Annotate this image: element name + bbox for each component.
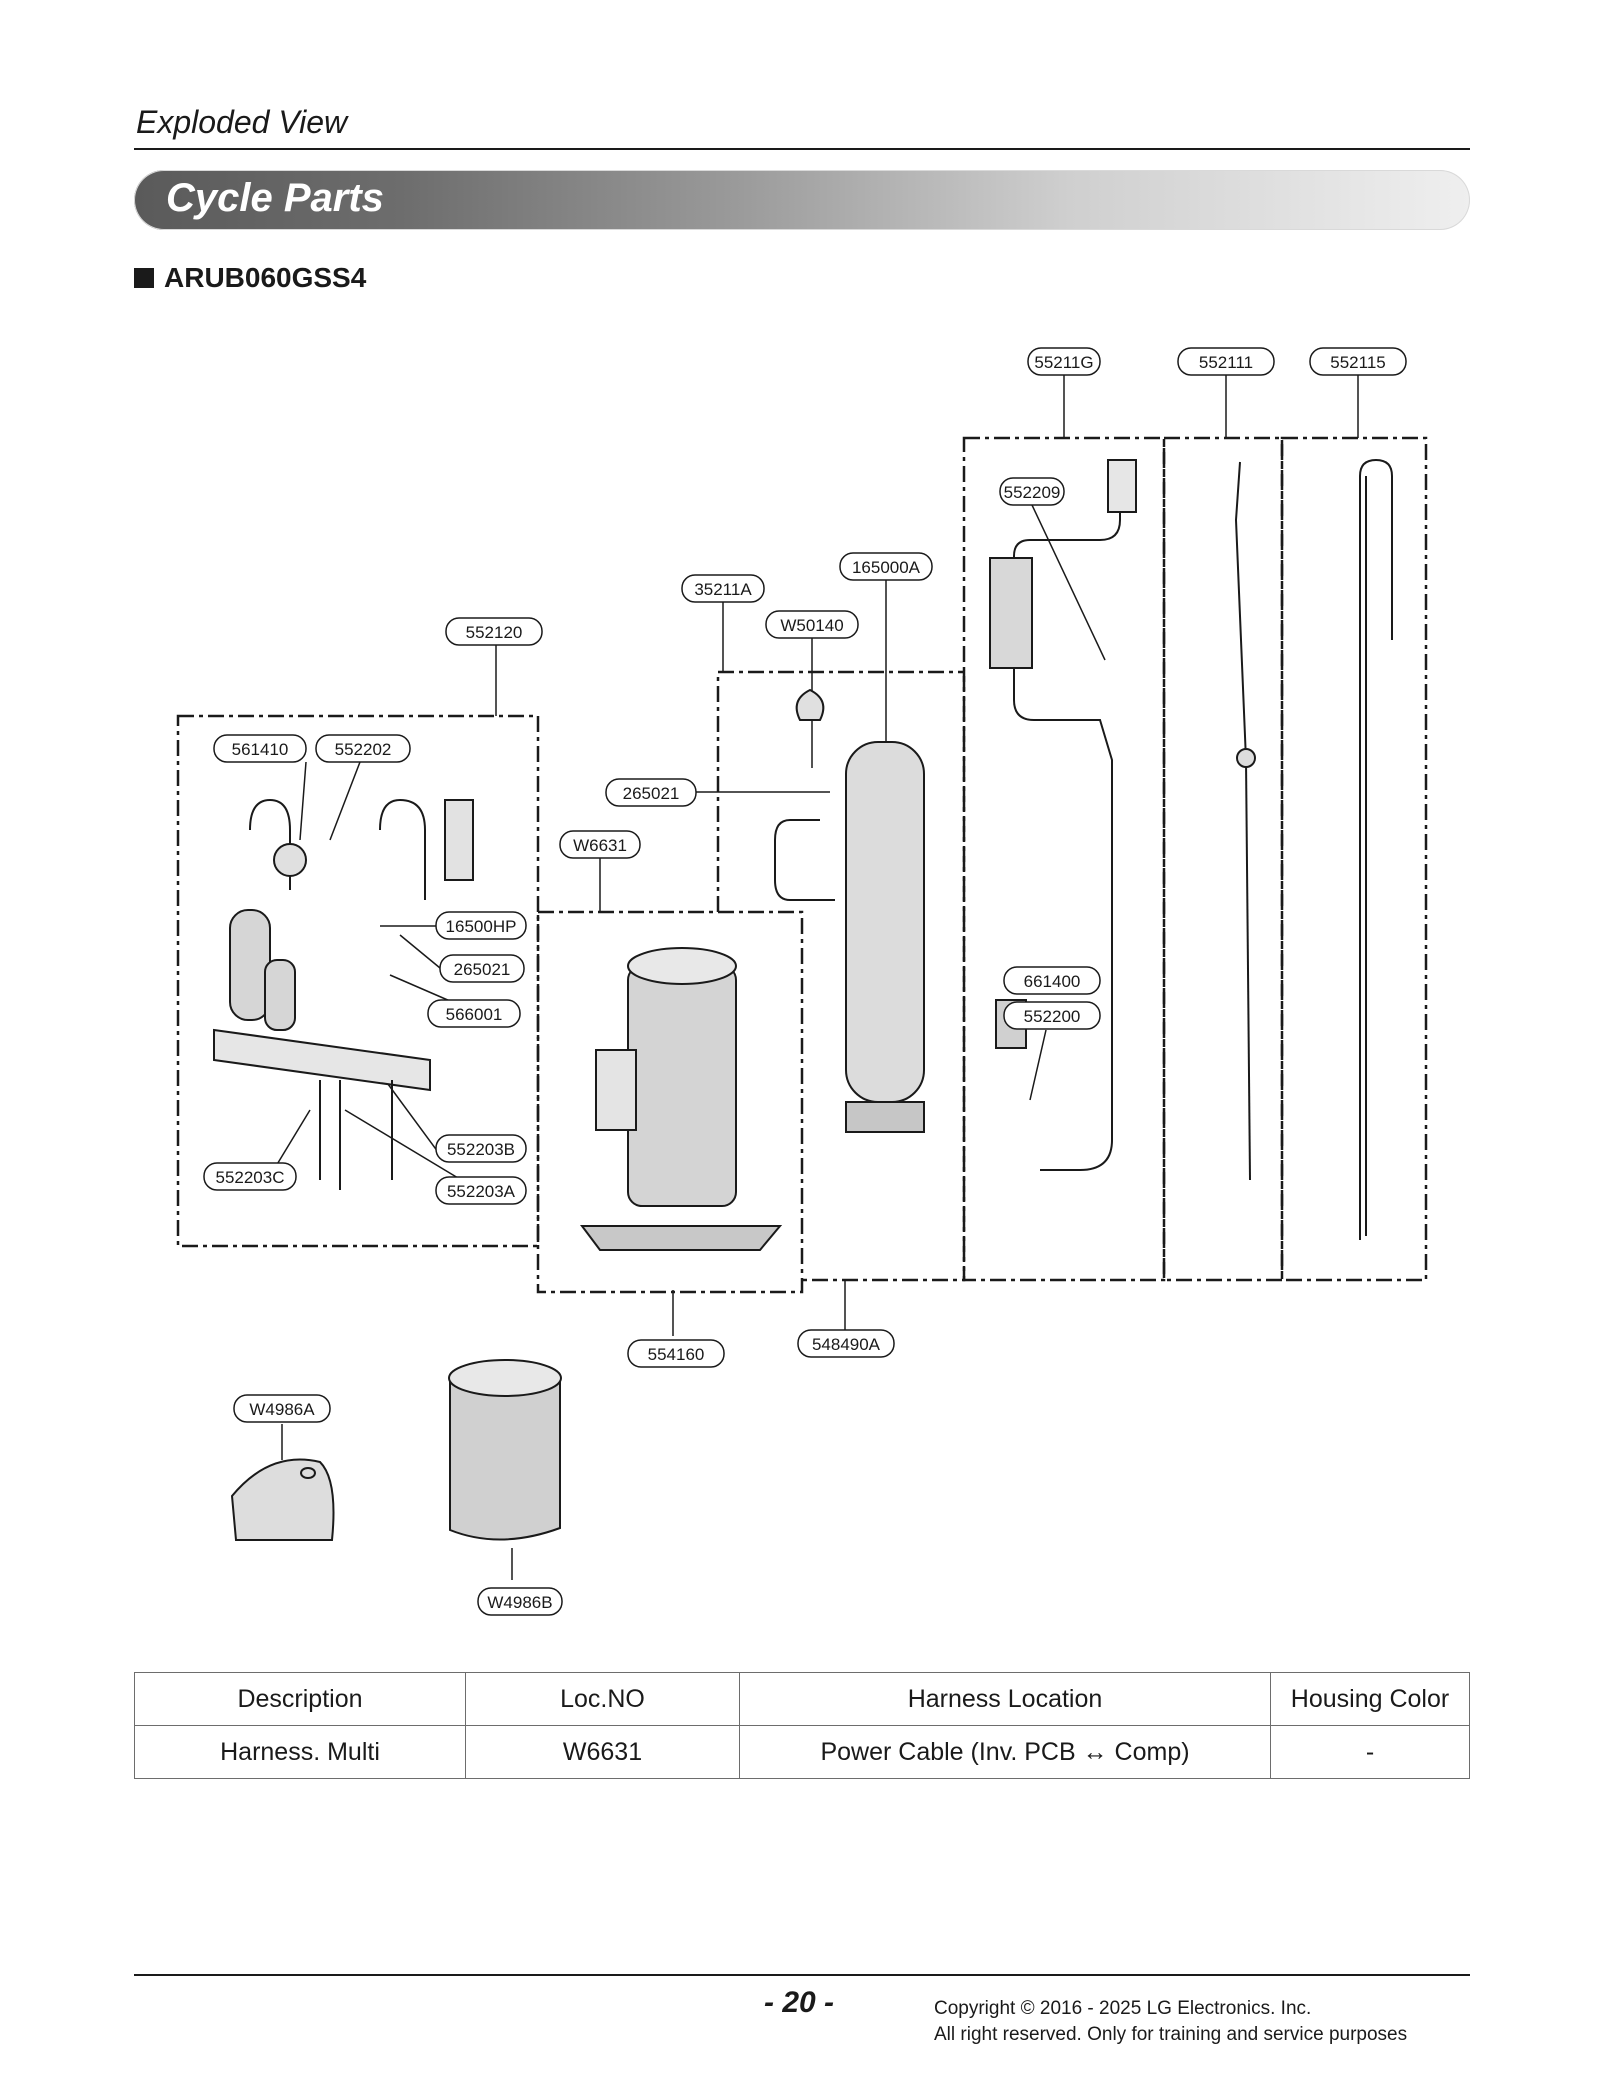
- svg-text:566001: 566001: [446, 1005, 503, 1024]
- svg-text:265021: 265021: [454, 960, 511, 979]
- frame-compressor: [536, 910, 804, 1294]
- copyright-line-2: All right reserved. Only for training an…: [934, 2024, 1408, 2045]
- callout-W4986B: W4986B: [477, 1587, 563, 1616]
- callout-35211A: 35211A: [681, 574, 765, 603]
- cell-description: Harness. Multi: [134, 1725, 466, 1779]
- callout-labels: 55211G 552111 552115 552209 165000A 3521…: [203, 347, 1407, 1616]
- cell-loc-no: W6631: [465, 1725, 740, 1779]
- svg-text:265021: 265021: [623, 784, 680, 803]
- part-artwork: [213, 458, 1393, 1541]
- model-number: ARUB060GSS4: [164, 262, 367, 293]
- bullet-square-icon: [134, 268, 154, 288]
- svg-text:548490A: 548490A: [812, 1335, 881, 1354]
- svg-text:552111: 552111: [1199, 353, 1253, 372]
- footer-divider: [134, 1974, 1470, 1976]
- section-label: Exploded View: [136, 104, 348, 140]
- compressor-art: [627, 965, 737, 1207]
- svg-text:W6631: W6631: [573, 836, 627, 855]
- cover-w4986a-art: [230, 1458, 335, 1541]
- svg-text:552203B: 552203B: [447, 1140, 515, 1159]
- leader-lines: [269, 375, 1359, 1580]
- callout-561410: 561410: [213, 734, 307, 763]
- callout-548490A: 548490A: [797, 1329, 895, 1358]
- callout-W4986A: W4986A: [233, 1394, 331, 1423]
- callout-552115: 552115: [1309, 347, 1407, 376]
- svg-text:165000A: 165000A: [852, 558, 921, 577]
- page-number: - 20 -: [764, 1986, 835, 2019]
- harness-table: Description Loc.NO Harness Location Hous…: [134, 1672, 1470, 1779]
- cell-harness-location: Power Cable (Inv. PCB ↔ Comp): [739, 1725, 1271, 1779]
- pipe-55211G-art: [1013, 470, 1121, 1171]
- copyright-line-1: Copyright © 2016 - 2025 LG Electronics. …: [934, 1998, 1312, 2019]
- frame-pipe-552111: [1162, 436, 1284, 1282]
- column-header-description: Description: [134, 1672, 466, 1726]
- callout-566001: 566001: [427, 999, 521, 1028]
- callout-265021b: 265021: [439, 954, 525, 983]
- callout-552209: 552209: [999, 477, 1065, 506]
- callout-55211G: 55211G: [1027, 347, 1101, 376]
- callout-554160: 554160: [627, 1339, 725, 1368]
- callout-552111: 552111: [1177, 347, 1275, 376]
- callout-552202: 552202: [315, 734, 411, 763]
- callout-265021a: 265021: [605, 778, 697, 807]
- callout-W6631: W6631: [559, 830, 641, 859]
- svg-text:661400: 661400: [1024, 972, 1081, 991]
- callout-552200: 552200: [1003, 1001, 1101, 1030]
- svg-text:552209: 552209: [1004, 483, 1061, 502]
- table-row: Harness. Multi W6631 Power Cable (Inv. P…: [134, 1725, 1470, 1779]
- callout-552203B: 552203B: [435, 1134, 527, 1163]
- callout-552203C: 552203C: [203, 1162, 297, 1191]
- svg-text:561410: 561410: [232, 740, 289, 759]
- callout-165000A: 165000A: [839, 552, 933, 581]
- callout-W50140: W50140: [765, 610, 859, 639]
- pipe-552111-art: [1234, 461, 1247, 761]
- svg-text:552120: 552120: [466, 623, 523, 642]
- svg-text:552115: 552115: [1330, 353, 1385, 372]
- header-divider: [134, 148, 1470, 150]
- banner-title: Cycle Parts: [166, 176, 384, 220]
- copyright: Copyright © 2016 - 2025 LG Electronics. …: [934, 1996, 1407, 2048]
- svg-text:W4986B: W4986B: [487, 1593, 552, 1612]
- svg-text:16500HP: 16500HP: [446, 917, 517, 936]
- column-header-loc-no: Loc.NO: [465, 1672, 740, 1726]
- svg-text:55211G: 55211G: [1034, 353, 1093, 372]
- svg-text:552202: 552202: [335, 740, 392, 759]
- svg-text:552203A: 552203A: [447, 1182, 516, 1201]
- exploded-view-diagram: 55211G 552111 552115 552209 165000A 3521…: [176, 347, 1428, 1616]
- svg-text:W4986A: W4986A: [249, 1400, 315, 1419]
- column-header-housing-color: Housing Color: [1270, 1672, 1470, 1726]
- pipe-552115-art: [1359, 458, 1393, 1240]
- callout-661400: 661400: [1003, 966, 1101, 995]
- svg-text:35211A: 35211A: [694, 580, 752, 599]
- frame-pipe-552115: [1280, 436, 1428, 1282]
- model-heading: ARUB060GSS4: [134, 262, 366, 294]
- frame-accumulator: [716, 670, 966, 1282]
- callout-552120: 552120: [445, 617, 543, 646]
- callout-552203A: 552203A: [435, 1176, 527, 1205]
- column-header-harness-location: Harness Location: [739, 1672, 1271, 1726]
- svg-text:552200: 552200: [1024, 1007, 1081, 1026]
- svg-text:552203C: 552203C: [215, 1168, 284, 1187]
- cover-w4986b-art: [449, 1376, 561, 1541]
- svg-text:W50140: W50140: [780, 616, 843, 635]
- callout-16500HP: 16500HP: [435, 911, 527, 940]
- section-banner: Cycle Parts: [134, 170, 1470, 230]
- valve-assembly-art: [249, 798, 291, 890]
- table-header-row: Description Loc.NO Harness Location Hous…: [134, 1672, 1470, 1726]
- accumulator-art: [845, 741, 925, 1103]
- cell-housing-color: -: [1270, 1725, 1470, 1779]
- frame-valve-assembly: [176, 714, 540, 1248]
- svg-text:554160: 554160: [648, 1345, 705, 1364]
